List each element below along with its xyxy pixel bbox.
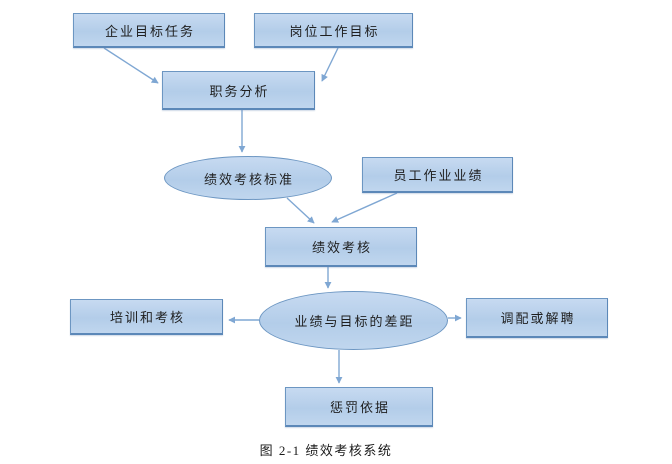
node-transfer-or-dismissal: 调配或解聘 [466, 298, 608, 338]
arrow-employee-to-appraisal [331, 192, 398, 223]
arrow-standard-to-appraisal [286, 197, 315, 224]
node-job-analysis: 职务分析 [162, 71, 315, 110]
node-performance-appraisal: 绩效考核 [265, 227, 417, 267]
node-employee-work-performance: 员工作业业绩 [362, 157, 513, 193]
node-post-work-goal: 岗位工作目标 [254, 13, 413, 48]
arrow-enterprise-to-job [103, 47, 159, 84]
node-punishment-basis: 惩罚依据 [285, 387, 433, 427]
node-training-and-assessment: 培训和考核 [70, 299, 223, 335]
arrow-post-to-job [321, 47, 339, 82]
node-enterprise-goal-task: 企业目标任务 [73, 13, 225, 48]
node-appraisal-standard: 绩效考核标准 [164, 156, 332, 200]
figure-caption: 图 2-1 绩效考核系统 [259, 443, 393, 458]
node-performance-goal-gap: 业绩与目标的差距 [259, 291, 448, 350]
